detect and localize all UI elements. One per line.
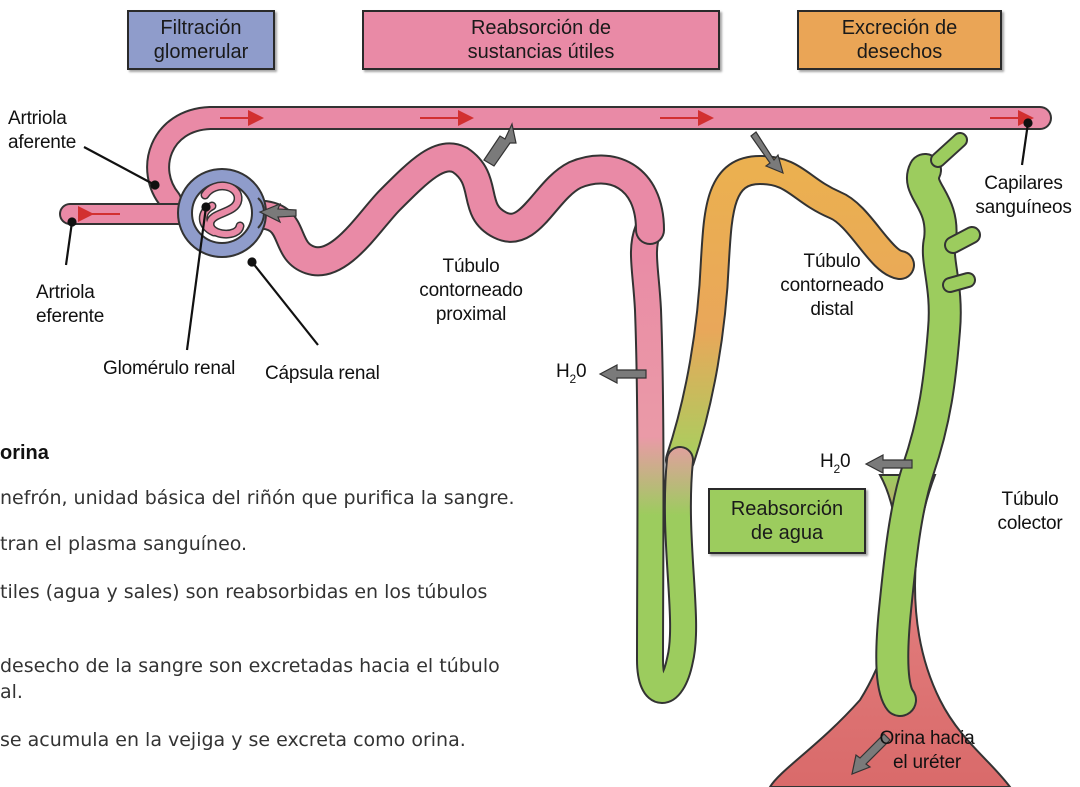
text-line-1: nefrón, unidad básica del riñón que puri…: [0, 486, 515, 510]
header-filtracion: Filtración glomerular: [127, 10, 275, 70]
text-line-6: se acumula en la vejiga y se excreta com…: [0, 728, 466, 752]
label-tubulo-proximal: Túbulo contorneado proximal: [406, 255, 536, 327]
label-h2o-duct: H20: [820, 450, 850, 481]
header-reabsorcion-line1: Reabsorción de: [364, 16, 718, 40]
label-orina-ureter: Orina hacia el uréter: [862, 727, 992, 775]
label-arteriola-aferente: Artriola aferente: [8, 107, 76, 155]
label-tubulo-colector: Túbulo colector: [985, 488, 1075, 536]
text-line-4: desecho de la sangre son excretadas haci…: [0, 654, 500, 678]
header-excrecion: Excreción de desechos: [797, 10, 1002, 70]
header-reabsorcion-line2: sustancias útiles: [364, 40, 718, 64]
reabsorption-arrow: [484, 124, 516, 166]
label-h2o-loop: H20: [556, 360, 586, 391]
proximal-tubule: [250, 157, 650, 261]
header-reabsorcion-agua: Reabsorción de agua: [708, 488, 866, 554]
text-line-2: tran el plasma sanguíneo.: [0, 532, 247, 556]
header-filtracion-line2: glomerular: [129, 40, 273, 64]
label-glomerulo: Glomérulo renal: [103, 357, 235, 381]
text-line-3: tiles (agua y sales) son reabsorbidas en…: [0, 580, 487, 604]
header-agua-line2: de agua: [710, 521, 864, 545]
header-reabsorcion-sustancias: Reabsorción de sustancias útiles: [362, 10, 720, 70]
label-capsula: Cápsula renal: [265, 362, 380, 386]
header-agua-line1: Reabsorción: [710, 497, 864, 521]
header-excrecion-line1: Excreción de: [799, 16, 1000, 40]
header-filtracion-line1: Filtración: [129, 16, 273, 40]
loop-of-henle: [644, 230, 683, 690]
header-excrecion-line2: desechos: [799, 40, 1000, 64]
section-title-fragment: orina: [0, 441, 49, 465]
label-tubulo-distal: Túbulo contorneado distal: [767, 250, 897, 322]
text-line-5: al.: [0, 680, 23, 704]
label-capilares: Capilares sanguíneos: [967, 172, 1080, 220]
label-arteriola-eferente: Artriola eferente: [36, 281, 104, 329]
